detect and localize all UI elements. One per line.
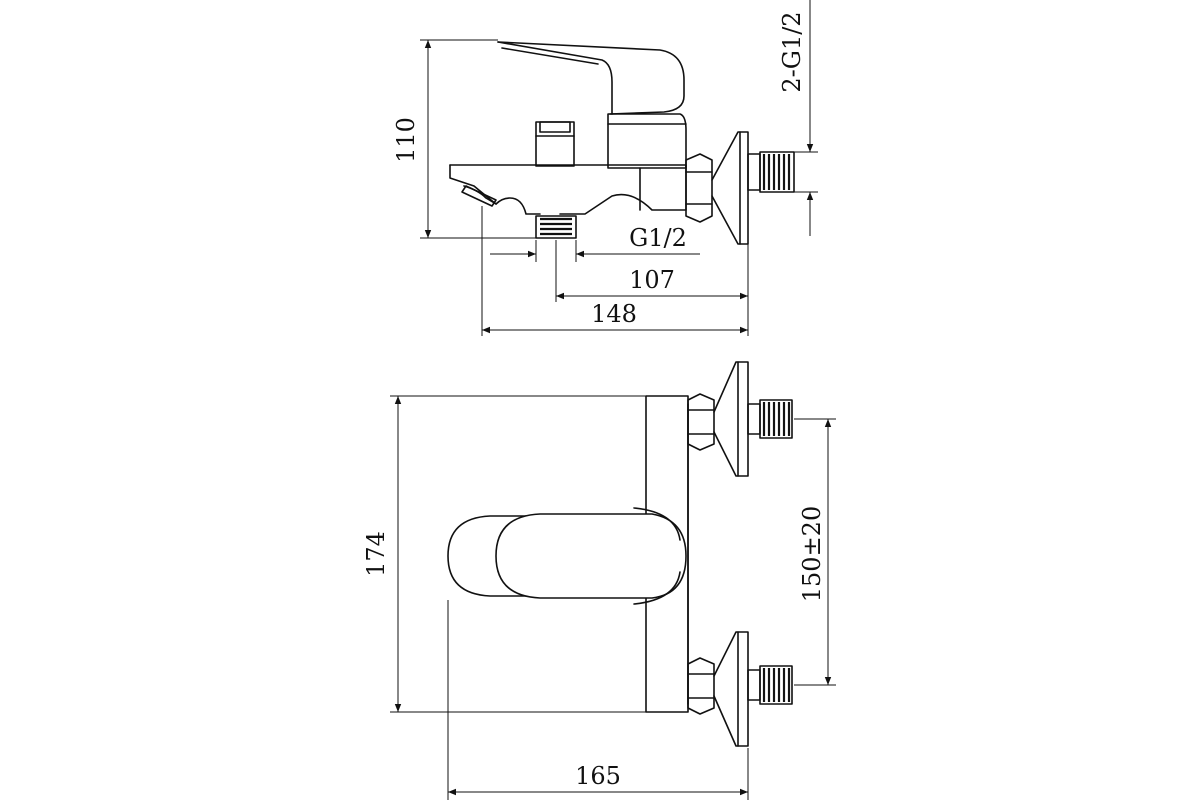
inlet-thread-lines bbox=[762, 154, 791, 190]
dimension-spout-outlet: 107 bbox=[555, 240, 749, 336]
dimension-length: 174 bbox=[362, 395, 646, 713]
dimension-outlet-thread-label: G1/2 bbox=[629, 224, 687, 252]
dimension-width: 165 bbox=[447, 600, 749, 800]
dimension-spout-outlet-label: 107 bbox=[629, 266, 675, 294]
aerator bbox=[461, 185, 497, 207]
lever-handle bbox=[497, 41, 685, 115]
dimension-height-label: 110 bbox=[392, 117, 420, 163]
dimension-depth: 148 bbox=[481, 206, 748, 336]
dimension-height: 110 bbox=[392, 39, 540, 239]
dimension-inlet-thread: 2-G1/2 bbox=[778, 0, 818, 236]
top-connector-upper bbox=[687, 361, 793, 477]
dimension-depth-label: 148 bbox=[591, 300, 637, 328]
diverter-knob bbox=[535, 121, 575, 167]
bottom-outlet-thread bbox=[535, 215, 577, 239]
spout-body bbox=[449, 164, 687, 215]
top-connector-lower bbox=[687, 631, 793, 747]
dimension-inlet-spacing: 150±20 bbox=[794, 418, 836, 686]
dimension-outlet-thread: G1/2 bbox=[490, 224, 700, 262]
side-view: 110 2-G1/2 G1/2 107 1 bbox=[392, 0, 818, 336]
dimension-length-label: 174 bbox=[362, 531, 390, 577]
valve-body bbox=[607, 113, 687, 169]
top-view: 174 150±20 165 bbox=[362, 361, 836, 800]
top-handle bbox=[447, 507, 687, 605]
dimension-width-label: 165 bbox=[575, 762, 621, 790]
dimension-inlet-thread-label: 2-G1/2 bbox=[778, 11, 806, 92]
dimension-inlet-spacing-label: 150±20 bbox=[798, 506, 826, 602]
side-connector bbox=[685, 131, 795, 245]
